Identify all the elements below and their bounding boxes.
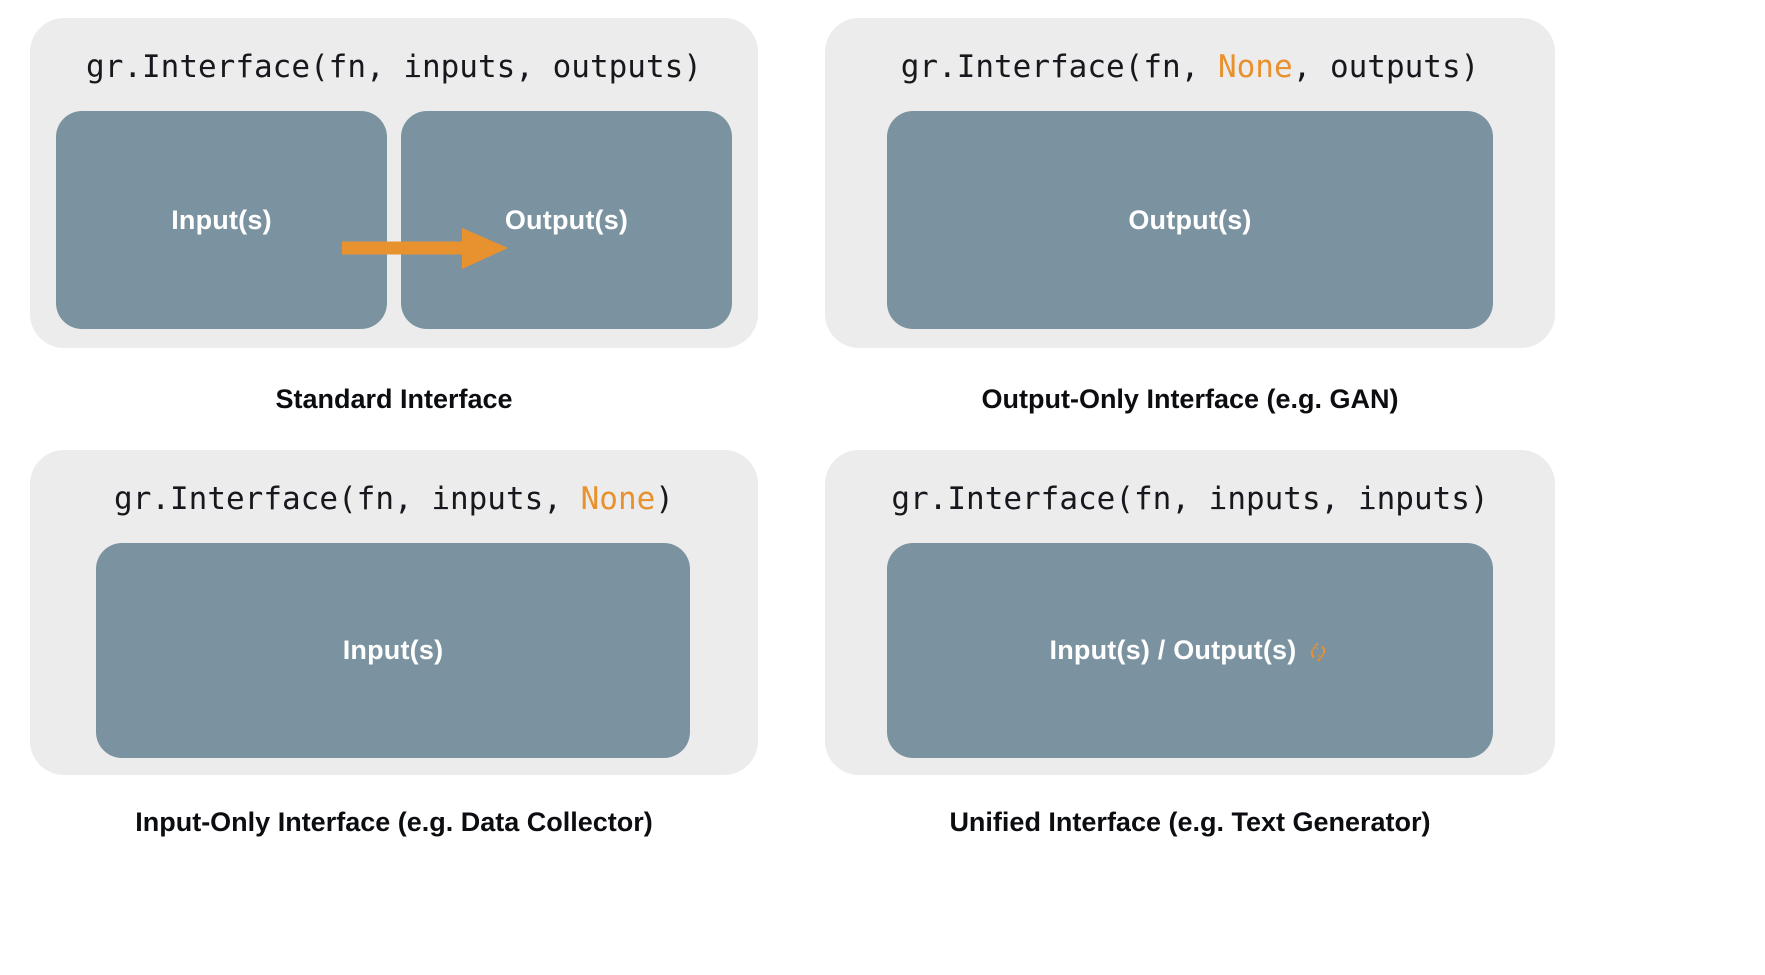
- panel-unified-interface: gr.Interface(fn, inputs, inputs) Input(s…: [825, 450, 1555, 838]
- panel-caption: Input-Only Interface (e.g. Data Collecto…: [135, 807, 653, 837]
- code-prefix: gr.Interface(fn,: [114, 481, 432, 517]
- code-signature: gr.Interface(fn, None, outputs): [901, 52, 1480, 83]
- code-suffix: ): [655, 481, 674, 517]
- code-arg-outputs: None: [580, 481, 656, 517]
- code-arg-outputs: outputs: [552, 49, 684, 85]
- box-row: Input(s): [30, 543, 758, 758]
- code-suffix: ): [1469, 481, 1489, 517]
- box-row: Input(s) Output(s): [30, 111, 758, 329]
- caption-wrap: Input-Only Interface (e.g. Data Collecto…: [30, 807, 758, 838]
- code-prefix: gr.Interface(fn,: [900, 49, 1218, 85]
- code-arg-inputs: None: [1217, 49, 1293, 85]
- code-arg-inputs: inputs: [431, 481, 544, 517]
- code-signature: gr.Interface(fn, inputs, None): [114, 484, 674, 515]
- panel-input-only-interface: gr.Interface(fn, inputs, None) Input(s) …: [30, 450, 758, 838]
- code-separator: ,: [543, 481, 581, 517]
- panel-body: gr.Interface(fn, inputs, outputs) Input(…: [30, 18, 758, 348]
- box-inputs-outputs: Input(s) / Output(s): [887, 543, 1493, 758]
- box-outputs: Output(s): [401, 111, 732, 329]
- box-label: Output(s): [504, 204, 629, 235]
- panel-body: gr.Interface(fn, None, outputs) Output(s…: [825, 18, 1555, 348]
- panel-output-only-interface: gr.Interface(fn, None, outputs) Output(s…: [825, 18, 1555, 415]
- caption-wrap: Unified Interface (e.g. Text Generator): [825, 807, 1555, 838]
- panel-caption: Output-Only Interface (e.g. GAN): [981, 384, 1399, 414]
- code-arg-inputs: inputs: [403, 49, 516, 85]
- code-separator: ,: [1320, 481, 1358, 517]
- panel-caption: Standard Interface: [275, 384, 513, 414]
- box-label: Input(s): [171, 204, 272, 235]
- box-label: Output(s): [1128, 204, 1252, 235]
- code-prefix: gr.Interface(fn,: [86, 49, 404, 85]
- panel-body: gr.Interface(fn, inputs, None) Input(s): [30, 450, 758, 775]
- panel-standard-interface: gr.Interface(fn, inputs, outputs) Input(…: [30, 18, 758, 415]
- code-suffix: ): [1460, 49, 1480, 85]
- code-arg-inputs: inputs: [1208, 481, 1321, 517]
- box-label: Input(s): [342, 635, 444, 665]
- code-separator: ,: [515, 49, 553, 85]
- caption-wrap: Output-Only Interface (e.g. GAN): [825, 384, 1555, 415]
- box-inputs: Input(s): [96, 543, 690, 758]
- box-inputs: Input(s): [56, 111, 387, 329]
- panel-body: gr.Interface(fn, inputs, inputs) Input(s…: [825, 450, 1555, 775]
- code-suffix: ): [683, 49, 702, 85]
- box-row: Input(s) / Output(s): [825, 543, 1555, 758]
- box-label-wrap: Input(s) / Output(s): [1050, 635, 1331, 666]
- code-arg-outputs: outputs: [1329, 49, 1461, 85]
- code-signature: gr.Interface(fn, inputs, inputs): [891, 484, 1488, 515]
- panel-caption: Unified Interface (e.g. Text Generator): [949, 807, 1431, 837]
- cycle-icon: [1306, 640, 1330, 664]
- code-prefix: gr.Interface(fn,: [891, 481, 1209, 517]
- code-arg-outputs: inputs: [1357, 481, 1470, 517]
- box-label: Input(s) / Output(s): [1049, 635, 1297, 665]
- box-row: Output(s): [825, 111, 1555, 329]
- caption-wrap: Standard Interface: [30, 384, 758, 415]
- code-signature: gr.Interface(fn, inputs, outputs): [86, 52, 702, 83]
- code-separator: ,: [1292, 49, 1330, 85]
- box-outputs: Output(s): [887, 111, 1493, 329]
